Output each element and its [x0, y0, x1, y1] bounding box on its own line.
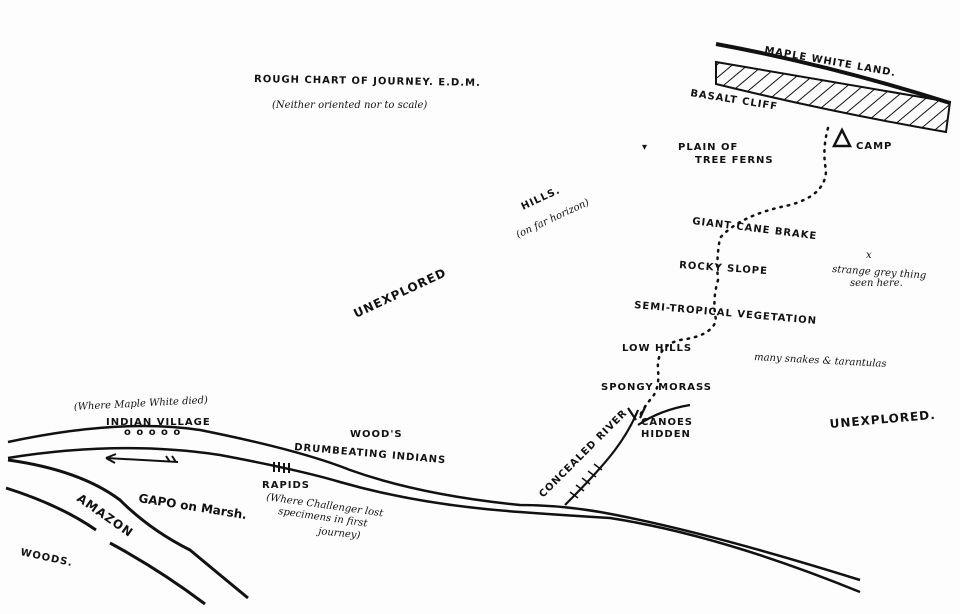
label-gapo: GAPO on Marsh. [138, 491, 248, 522]
amazon-south-bank-upper [5, 486, 97, 532]
label-canoes: CANOES [641, 417, 693, 428]
label-seen-here: seen here. [850, 278, 903, 289]
concealed-river [564, 403, 691, 506]
label-semi-tropical: SEMI-TROPICAL VEGETATION [634, 300, 818, 327]
label-indian-village: INDIAN VILLAGE [106, 417, 211, 428]
label-village-note: (Where Maple White died) [74, 395, 209, 413]
label-drumbeating-indians: DRUMBEATING INDIANS [294, 442, 447, 466]
rapids-marks [273, 462, 290, 473]
amazon-south-bank-lower [109, 541, 206, 606]
route-dotted-path [638, 126, 830, 418]
label-rocky-slope: ROCKY SLOPE [679, 260, 768, 277]
label-rapids: RAPIDS [262, 480, 310, 491]
plateau-edge-line [715, 42, 951, 105]
map-title: ROUGH CHART OF JOURNEY. E.D.M. [254, 74, 481, 89]
label-rapids-note-3: journey) [316, 526, 361, 542]
basalt-cliff-band [715, 60, 952, 134]
label-spongy-morass: SPONGY MORASS [601, 382, 712, 393]
tree-fern-mark: ▾ [642, 142, 648, 153]
village-huts: o o o o o [124, 427, 181, 438]
map-subtitle: (Neither oriented nor to scale) [272, 100, 427, 111]
amazon-north-bank [7, 458, 249, 600]
strange-thing-mark: x [866, 250, 872, 261]
label-woods-south: WOODS. [19, 547, 73, 569]
label-hidden: HIDDEN [641, 429, 691, 440]
river-north-bank [7, 424, 861, 582]
label-unexplored-left: UNEXPLORED [351, 265, 448, 320]
label-hills: HILLS. [520, 185, 563, 213]
camp-triangle-icon [831, 127, 853, 148]
label-amazon: AMAZON [74, 491, 136, 540]
river-hatching [569, 463, 603, 499]
river-south-bank [7, 446, 861, 594]
label-giant-cane-brake: GIANT CANE BRAKE [692, 216, 818, 242]
label-camp: CAMP [856, 141, 892, 152]
label-woods-north: WOOD'S [350, 429, 403, 440]
label-tree-ferns: TREE FERNS [695, 155, 774, 166]
label-snakes: many snakes & tarantulas [754, 352, 887, 370]
label-unexplored-right: UNEXPLORED. [829, 408, 936, 431]
flow-arrow-icon [105, 453, 179, 464]
label-plain-of: PLAIN OF [678, 142, 738, 153]
label-low-hills: LOW HILLS [622, 343, 692, 354]
